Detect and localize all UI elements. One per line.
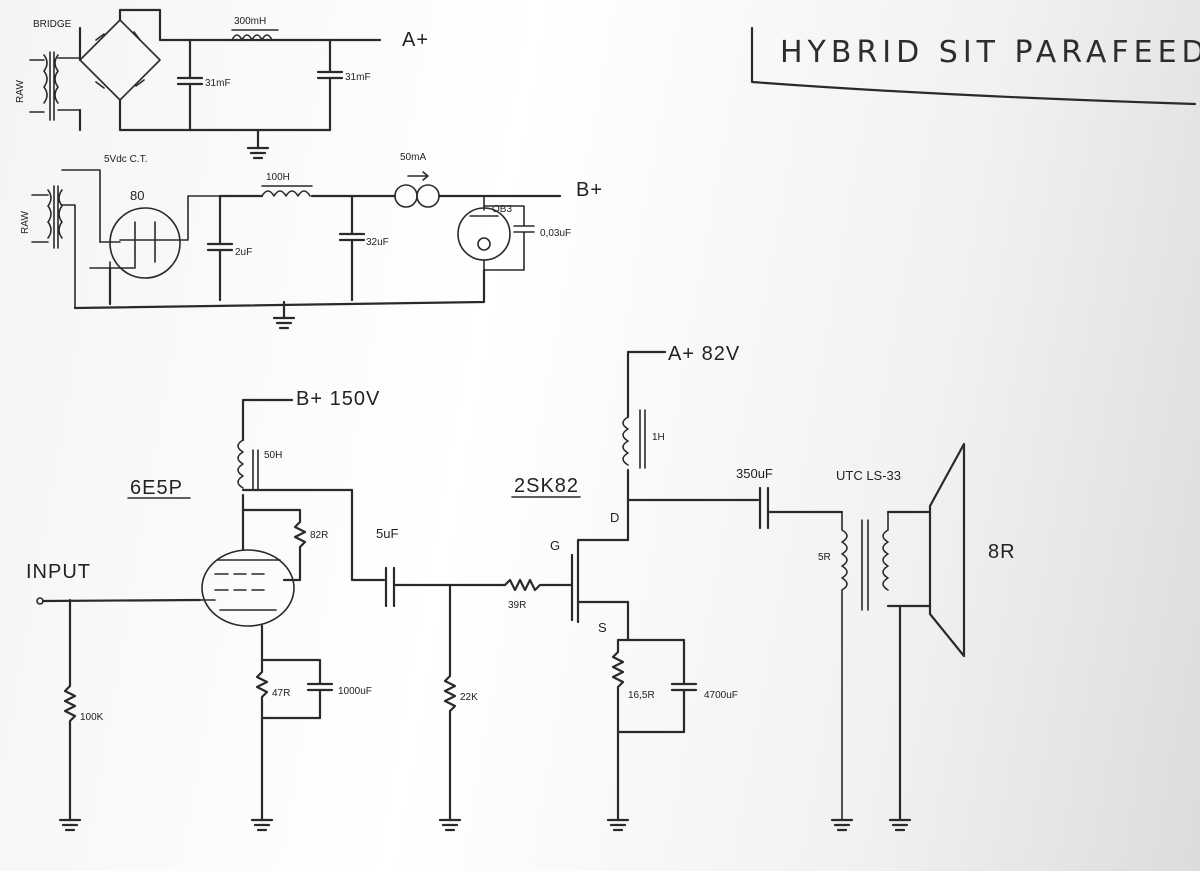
label-sit: 2SK82 — [514, 475, 579, 497]
label-cap-cath: 1000uF — [338, 686, 372, 697]
label-cap-a2: 31mF — [345, 72, 371, 83]
choke-300mh — [231, 29, 279, 41]
speaker — [928, 442, 966, 658]
label-primary-b: RAW — [20, 210, 31, 234]
choke-50h — [237, 439, 259, 491]
title-box: HYBRID SIT PARAFEED — [750, 26, 1200, 106]
bridge-rectifier — [79, 19, 161, 101]
choke-1h — [622, 409, 646, 469]
label-cap-vr: 0,03uF — [540, 228, 571, 239]
output-transformer — [841, 511, 889, 821]
a-plus-supply: RAW BRIDGE 300mH A+ 31mF 31mF — [15, 8, 429, 160]
label-otx: UTC LS-33 — [836, 468, 901, 483]
label-rectifier: 80 — [130, 188, 144, 203]
label-r-cath: 47R — [272, 688, 290, 699]
label-b-plus-150: B+ 150V — [296, 388, 380, 410]
tube-6e5p — [201, 549, 295, 627]
label-r-in: 100K — [80, 712, 104, 723]
label-pin-d: D — [610, 510, 619, 525]
label-pin-s: S — [598, 620, 607, 635]
label-choke-1h: 1H — [652, 432, 665, 443]
label-r-screen: 82R — [310, 530, 328, 541]
transformer-b — [47, 185, 63, 249]
transformer-a — [43, 51, 59, 121]
label-cap-b1: 2uF — [235, 247, 252, 258]
b-plus-supply: RAW 5Vdc C.T. 80 100H 50mA B+ OB3 0,03uF… — [20, 152, 603, 330]
label-cap-b2: 32uF — [366, 237, 389, 248]
label-pin-g: G — [550, 538, 560, 553]
label-a-plus: A+ — [402, 29, 429, 51]
ccs-source-b — [416, 184, 440, 208]
label-vr: OB3 — [492, 204, 512, 215]
label-ct: 5Vdc C.T. — [104, 154, 147, 165]
label-cap-source: 4700uF — [704, 690, 738, 701]
label-tube: 6E5P — [130, 477, 183, 499]
label-cap-coupling: 5uF — [376, 526, 398, 541]
label-r-source: 16,5R — [628, 690, 655, 701]
sit-2sk82 — [570, 538, 630, 624]
amplifier-stage: INPUT 100K 6E5P 50H B+ 150V 82R 5uF 22K … — [26, 343, 1016, 832]
choke-100h — [261, 185, 313, 197]
label-choke-a: 300mH — [234, 16, 266, 27]
label-b-plus: B+ — [576, 179, 603, 201]
label-ccs: 50mA — [400, 152, 426, 163]
label-r-gate: 39R — [508, 600, 526, 611]
ccs-source-a — [394, 184, 418, 208]
label-r-grid: 22K — [460, 692, 478, 703]
label-primary-a: RAW — [15, 79, 26, 103]
label-r-primary: 5R — [818, 552, 831, 563]
label-choke-b: 100H — [266, 172, 290, 183]
rectifier-80-tube — [109, 207, 181, 279]
title-text: HYBRID SIT PARAFEED — [780, 35, 1200, 70]
label-input: INPUT — [26, 561, 91, 583]
label-a-plus-82: A+ 82V — [668, 343, 740, 365]
label-choke-50h: 50H — [264, 450, 282, 461]
label-cap-350: 350uF — [736, 466, 773, 481]
label-cap-a1: 31mF — [205, 78, 231, 89]
label-bridge: BRIDGE — [33, 19, 72, 30]
label-speaker: 8R — [988, 541, 1016, 563]
